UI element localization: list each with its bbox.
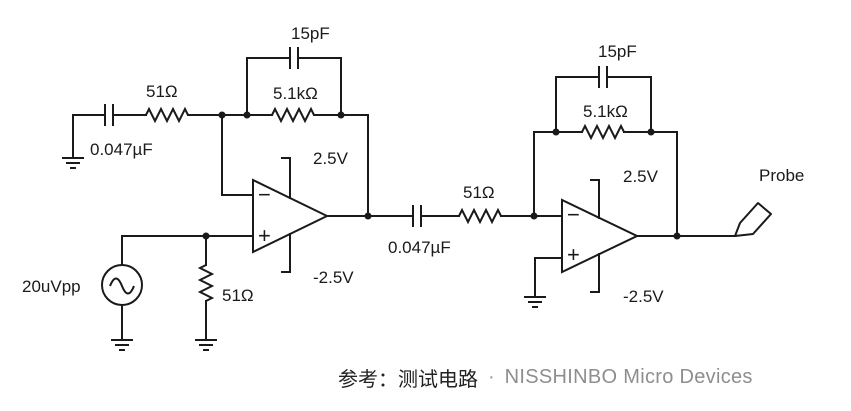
op-amp-1-minus: − [258,182,271,207]
ground-symbol [195,339,217,351]
op-amp-2-minus: − [567,202,580,227]
junction-dot [202,232,210,240]
wire [121,235,254,266]
input-resistor-label: 51Ω [146,82,178,101]
feedback-capacitor-label: 15pF [291,24,330,43]
junction-dot [337,111,345,119]
bias-resistor [197,264,215,302]
coupling-capacitor-label: 0.047µF [388,238,451,257]
wire [623,131,678,237]
caption-source: NISSHINBO Micro Devices [504,365,753,388]
ground-symbol [111,339,133,351]
feedback-resistor [581,123,625,141]
coupling-network: 0.047µF 51Ω [388,183,563,257]
coupling-resistor-label: 51Ω [463,183,495,202]
junction-dot [647,128,655,136]
feedback-capacitor [598,66,608,88]
op-amp-1-vpos-label: 2.5V [313,149,349,168]
junction-dot [364,212,372,220]
feedback-resistor-label: 5.1kΩ [273,84,318,103]
op-amp-2-vneg-label: -2.5V [623,287,664,306]
junction-dot [673,232,681,240]
coupling-resistor [458,207,502,225]
junction-dot [530,212,538,220]
wire [221,114,254,196]
op-amp-1-vneg-label: -2.5V [313,268,354,287]
wire [281,233,291,273]
stage-2: 15pF 5.1kΩ − + 2.5V -2.5V Probe [524,42,804,308]
feedback-capacitor-label: 15pF [598,42,637,61]
input-capacitor-label: 0.047µF [90,140,153,159]
op-amp-1-plus: + [258,223,271,248]
ground-symbol [524,296,546,308]
wire [297,57,342,116]
input-capacitor [104,104,114,126]
op-amp-2-plus: + [567,242,580,267]
caption-title: 测试电路 [398,368,478,391]
ground-symbol [62,157,84,169]
wire [313,114,369,217]
wire [246,57,291,116]
input-resistor [145,106,189,124]
signal-source-label: 20uVpp [22,277,81,296]
junction-dot [243,111,251,119]
caption-prefix: 参考： [338,368,398,391]
feedback-resistor-label: 5.1kΩ [583,102,628,121]
junction-dot [552,128,560,136]
wire [606,76,652,133]
probe-label: Probe [759,166,804,185]
wire [534,257,563,298]
bias-resistor-label: 51Ω [222,286,254,305]
figure-caption: 参考： 测试电路 · NISSHINBO Micro Devices [338,362,753,392]
probe-icon [734,202,772,237]
feedback-capacitor [289,47,299,69]
stage-1: 0.047µF 51Ω 15pF 5.1kΩ − + 2.5V -2.5V [22,24,414,351]
junction-dot [218,111,226,119]
wire [533,76,600,217]
caption-separator: · [488,365,495,388]
coupling-capacitor [412,205,422,227]
op-amp-2-vpos-label: 2.5V [623,167,659,186]
wire [590,179,600,219]
wire [281,157,291,199]
feedback-resistor [271,106,315,124]
signal-source [101,264,143,306]
wire [590,253,600,293]
